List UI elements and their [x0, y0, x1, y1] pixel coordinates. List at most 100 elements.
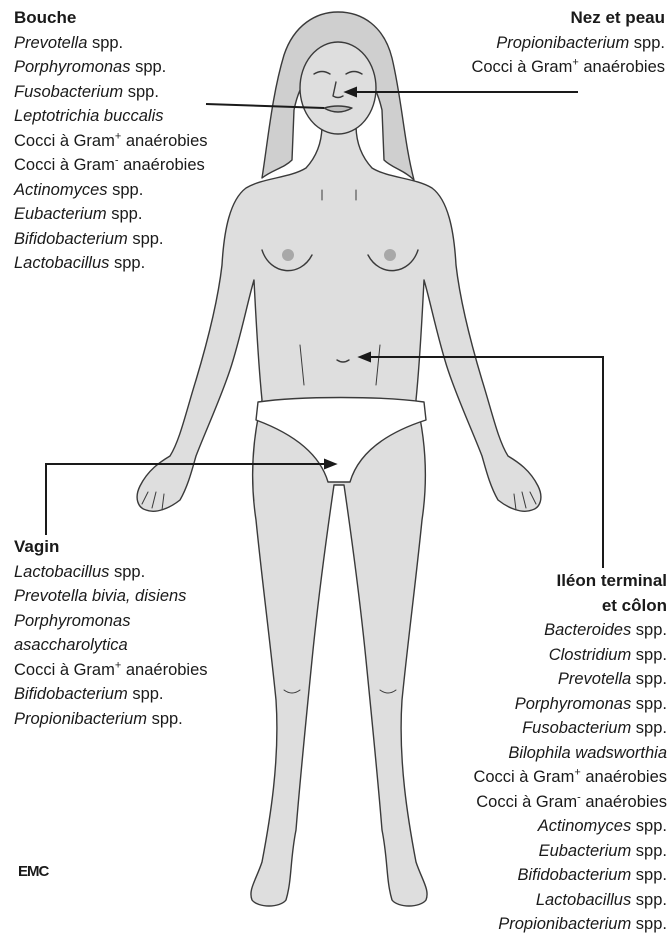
item-name: Lactobacillus	[14, 254, 109, 272]
list-item: asaccharolytica	[14, 633, 208, 658]
list-item: Fusobacterium spp.	[14, 80, 208, 105]
item-suffix: spp.	[631, 891, 667, 909]
item-suffix: spp.	[107, 205, 143, 223]
list-item: Prevotella spp.	[473, 667, 667, 692]
item-name: Porphyromonas	[14, 58, 130, 76]
region-bouche: Bouche Prevotella spp.Porphyromonas spp.…	[14, 6, 208, 276]
list-item: Propionibacterium spp.	[471, 31, 665, 56]
list-ileon-colon: Bacteroides spp.Clostridium spp.Prevotel…	[473, 618, 667, 937]
item-suffix: spp.	[128, 685, 164, 703]
list-item: Bilophila wadsworthia	[473, 741, 667, 766]
item-suffix: spp.	[631, 621, 667, 639]
nipple-left	[282, 249, 294, 261]
item-name: Clostridium	[549, 646, 632, 664]
item-name: Bilophila wadsworthia	[508, 744, 667, 762]
list-item: Bifidobacterium spp.	[14, 682, 208, 707]
item-name: Fusobacterium	[522, 719, 631, 737]
item-suffix: spp.	[128, 230, 164, 248]
item-name: Bacteroides	[544, 621, 631, 639]
item-suffix: spp.	[109, 254, 145, 272]
item-name: Propionibacterium	[496, 34, 629, 52]
item-name: Eubacterium	[539, 842, 632, 860]
item-name: Bifidobacterium	[14, 685, 128, 703]
item-suffix: spp.	[130, 58, 166, 76]
list-item: Cocci à Gram+ anaérobies	[14, 658, 208, 683]
item-name: Cocci à Gram	[476, 793, 577, 811]
list-item: Porphyromonas spp.	[14, 55, 208, 80]
item-suffix: spp.	[147, 710, 183, 728]
item-name: Bifidobacterium	[517, 866, 631, 884]
item-name: Prevotella	[14, 34, 87, 52]
item-name: Lactobacillus	[536, 891, 631, 909]
item-name: asaccharolytica	[14, 636, 128, 654]
item-name: Cocci à Gram	[471, 58, 572, 76]
item-name: Leptotrichia buccalis	[14, 107, 164, 125]
item-suffix: spp.	[631, 695, 667, 713]
item-name: Prevotella	[558, 670, 631, 688]
emc-logo: EMC	[18, 863, 48, 880]
list-item: Cocci à Gram+ anaérobies	[471, 55, 665, 80]
list-item: Porphyromonas spp.	[473, 692, 667, 717]
item-name: Propionibacterium	[14, 710, 147, 728]
list-item: Actinomyces spp.	[14, 178, 208, 203]
list-item: Bifidobacterium spp.	[473, 863, 667, 888]
item-suffix: spp.	[87, 34, 123, 52]
region-ileon-colon: Iléon terminal et côlon Bacteroides spp.…	[473, 569, 667, 937]
list-item: Eubacterium spp.	[473, 839, 667, 864]
list-item: Lactobacillus spp.	[14, 560, 208, 585]
item-name: Actinomyces	[538, 817, 632, 835]
list-item: Prevotella bivia, disiens	[14, 584, 208, 609]
heading-ileon: Iléon terminal	[473, 569, 667, 594]
list-bouche: Prevotella spp.Porphyromonas spp.Fusobac…	[14, 31, 208, 276]
item-name: Porphyromonas	[14, 612, 130, 630]
nipple-right	[384, 249, 396, 261]
list-item: Bifidobacterium spp.	[14, 227, 208, 252]
list-vagin: Lactobacillus spp. Prevotella bivia, disi…	[14, 560, 208, 732]
list-item: Clostridium spp.	[473, 643, 667, 668]
list-item: Leptotrichia buccalis	[14, 104, 208, 129]
item-name: Porphyromonas	[515, 695, 631, 713]
list-item: Lactobacillus spp.	[14, 251, 208, 276]
item-suffix: spp.	[631, 646, 667, 664]
list-item: Propionibacterium spp.	[473, 912, 667, 937]
item-name: Bifidobacterium	[14, 230, 128, 248]
list-item: Bacteroides spp.	[473, 618, 667, 643]
list-item: Propionibacterium spp.	[14, 707, 208, 732]
item-suffix: anaérobies	[121, 661, 207, 679]
item-suffix: spp.	[123, 83, 159, 101]
list-item: Lactobacillus spp.	[473, 888, 667, 913]
list-item: Cocci à Gram- anaérobies	[14, 153, 208, 178]
list-item: Eubacterium spp.	[14, 202, 208, 227]
list-item: Fusobacterium spp.	[473, 716, 667, 741]
item-name: Fusobacterium	[14, 83, 123, 101]
head	[300, 42, 376, 134]
item-suffix: spp.	[631, 866, 667, 884]
item-name: Cocci à Gram	[14, 661, 115, 679]
list-item: Cocci à Gram+ anaérobies	[14, 129, 208, 154]
item-name: Propionibacterium	[498, 915, 631, 933]
region-vagin: Vagin Lactobacillus spp.Prevotella bivia…	[14, 535, 208, 731]
item-suffix: anaérobies	[119, 156, 205, 174]
item-suffix: anaérobies	[581, 768, 667, 786]
list-nez-peau: Propionibacterium spp.Cocci à Gram+ anaé…	[471, 31, 665, 80]
item-suffix: spp.	[629, 34, 665, 52]
item-name: Actinomyces	[14, 181, 108, 199]
item-suffix: spp.	[108, 181, 144, 199]
item-suffix: spp.	[109, 563, 145, 581]
list-item: Actinomyces spp.	[473, 814, 667, 839]
item-suffix: spp.	[631, 670, 667, 688]
list-item: Cocci à Gram+ anaérobies	[473, 765, 667, 790]
list-item: Cocci à Gram- anaérobies	[473, 790, 667, 815]
item-suffix: spp.	[631, 817, 667, 835]
list-item: Porphyromonas	[14, 609, 208, 634]
item-suffix: anaérobies	[121, 132, 207, 150]
item-suffix: spp.	[631, 719, 667, 737]
region-nez-peau: Nez et peau Propionibacterium spp.Cocci …	[471, 6, 665, 80]
item-name: Prevotella bivia, disiens	[14, 587, 186, 605]
heading-bouche: Bouche	[14, 6, 208, 31]
item-name: Eubacterium	[14, 205, 107, 223]
item-suffix: spp.	[631, 842, 667, 860]
item-suffix: spp.	[631, 915, 667, 933]
item-name: Cocci à Gram	[14, 132, 115, 150]
item-name: Cocci à Gram	[14, 156, 115, 174]
